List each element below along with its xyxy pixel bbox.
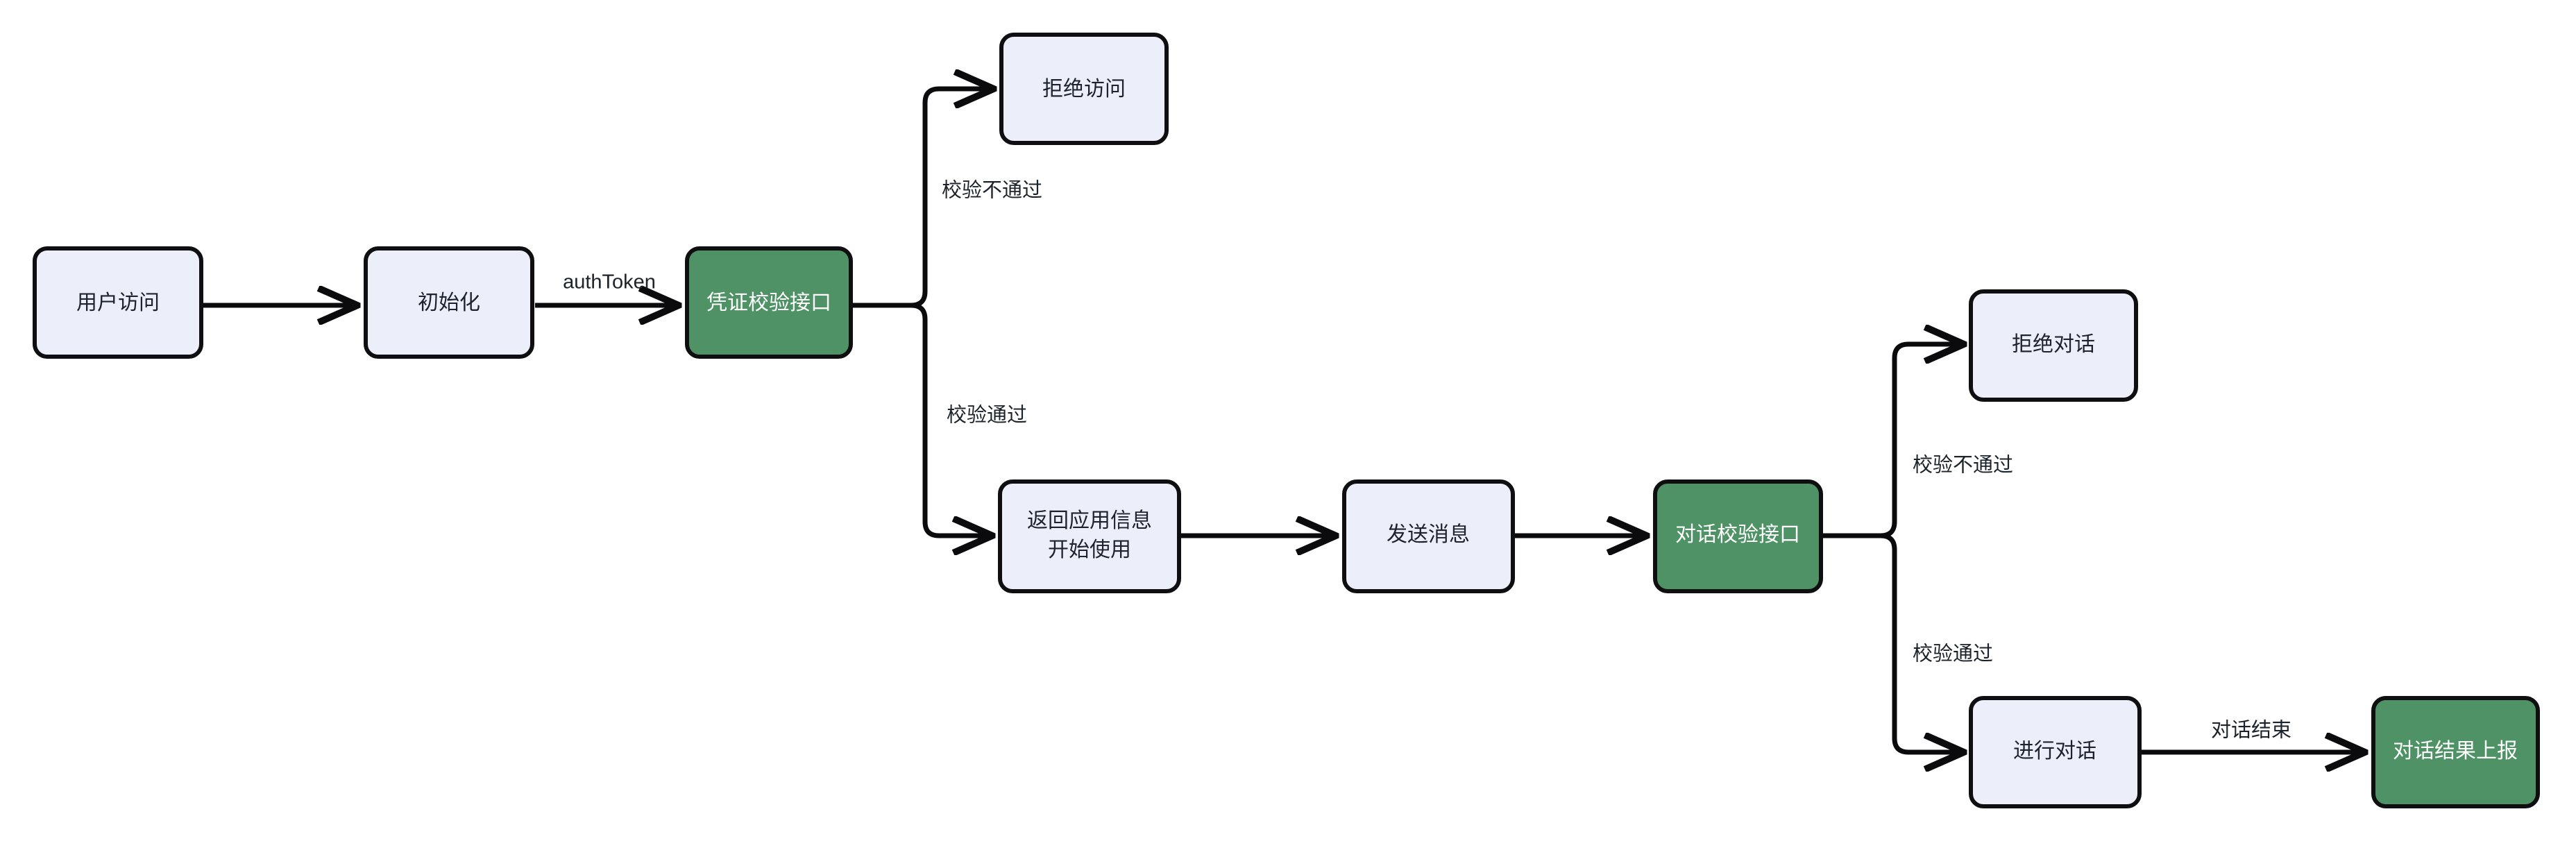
- node-user-access-label: 用户访问: [76, 291, 160, 314]
- node-deny-dialog-shape[interactable]: [1969, 289, 2138, 402]
- node-return-app-info-shape[interactable]: [998, 479, 1181, 593]
- node-deny-access-label: 拒绝访问: [1042, 78, 1126, 101]
- node-initialize-shape[interactable]: [364, 246, 534, 359]
- node-credential-verify[interactable]: 凭证校验接口: [685, 246, 853, 359]
- node-send-message-shape[interactable]: [1342, 479, 1515, 593]
- node-do-dialog-label: 进行对话: [2013, 740, 2096, 763]
- node-user-access[interactable]: 用户访问: [33, 246, 203, 359]
- edge-credential-verify-to-return-app-info: [853, 303, 992, 536]
- edge-label-dialog-fail: 校验不通过: [1913, 454, 2013, 477]
- edge-label-layer: authToken 校验不通过 校验通过 校验不通过 校验通过 对话结束: [563, 179, 2291, 742]
- node-deny-access[interactable]: 拒绝访问: [999, 33, 1169, 145]
- edge-label-dialog-pass: 校验通过: [1913, 643, 1993, 665]
- edge-label-authtoken: authToken: [563, 271, 656, 294]
- edge-dialog-verify-to-deny-dialog: [1822, 344, 1964, 538]
- node-do-dialog[interactable]: 进行对话: [1969, 696, 2142, 808]
- node-return-app-info-label-line1: 返回应用信息: [1027, 509, 1152, 532]
- node-dialog-verify[interactable]: 对话校验接口: [1653, 479, 1823, 593]
- edge-layer: [203, 89, 2365, 752]
- node-report-result-label: 对话结果上报: [2393, 740, 2518, 763]
- node-credential-verify-label: 凭证校验接口: [706, 291, 831, 314]
- node-return-app-info[interactable]: 返回应用信息 开始使用: [998, 479, 1181, 593]
- edge-label-dialog-end: 对话结束: [2211, 719, 2291, 742]
- node-deny-dialog-label: 拒绝对话: [2012, 333, 2095, 356]
- edge-dialog-verify-to-do-dialog: [1822, 533, 1964, 752]
- node-deny-access-shape[interactable]: [999, 33, 1169, 145]
- node-return-app-info-label-line2: 开始使用: [1048, 538, 1131, 561]
- edge-label-credential-fail: 校验不通过: [942, 179, 1042, 202]
- node-initialize-label: 初始化: [418, 291, 480, 314]
- node-send-message-label: 发送消息: [1387, 523, 1470, 546]
- edge-label-credential-pass: 校验通过: [947, 404, 1027, 427]
- node-send-message[interactable]: 发送消息: [1342, 479, 1515, 593]
- node-dialog-verify-shape[interactable]: [1653, 479, 1823, 593]
- node-layer: 用户访问 初始化 凭证校验接口 拒绝访问 返回应用信息 开始使用 发送消息: [33, 33, 2540, 808]
- node-report-result-shape[interactable]: [2371, 696, 2540, 808]
- node-user-access-shape[interactable]: [33, 246, 203, 359]
- node-dialog-verify-label: 对话校验接口: [1675, 523, 1800, 546]
- node-do-dialog-shape[interactable]: [1969, 696, 2142, 808]
- node-initialize[interactable]: 初始化: [364, 246, 534, 359]
- node-credential-verify-shape[interactable]: [685, 246, 853, 359]
- node-report-result[interactable]: 对话结果上报: [2371, 696, 2540, 808]
- node-deny-dialog[interactable]: 拒绝对话: [1969, 289, 2138, 402]
